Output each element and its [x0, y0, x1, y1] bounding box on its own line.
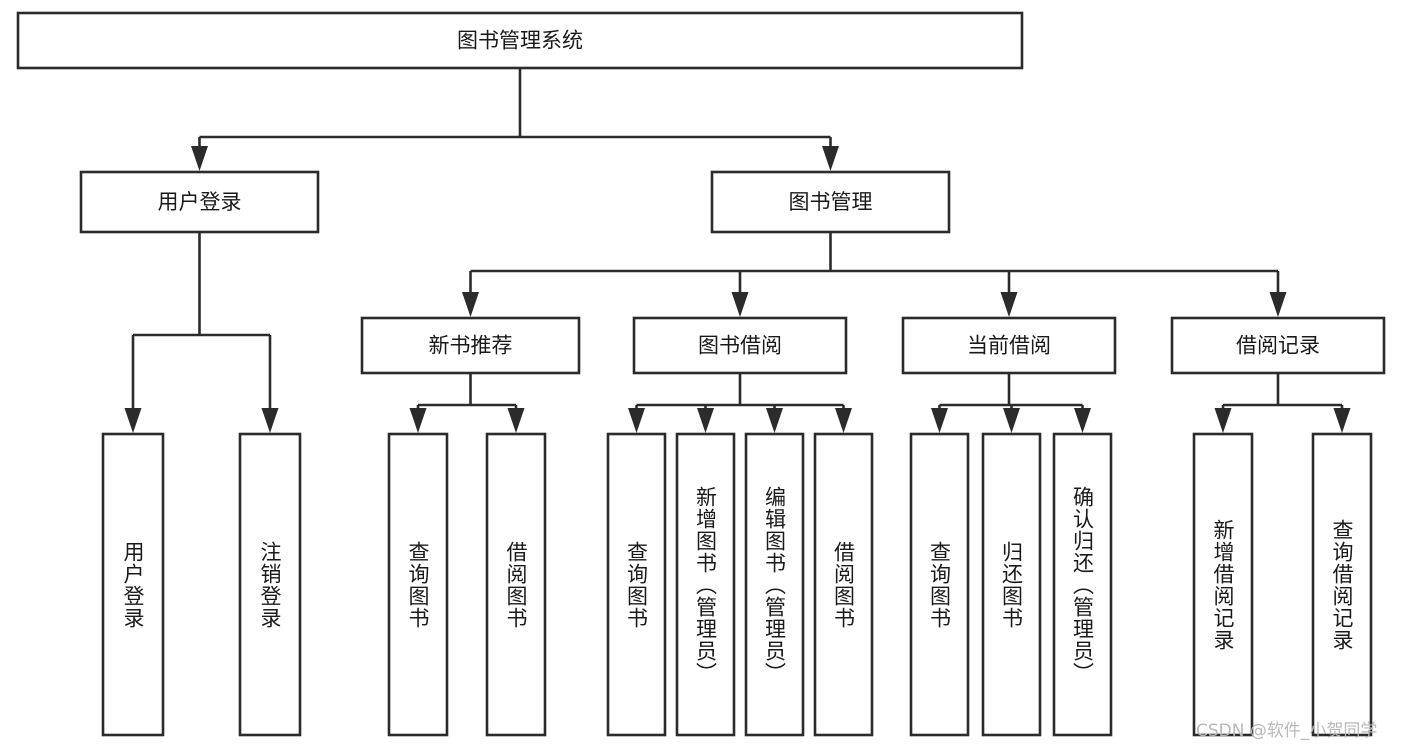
node-box-leaf-borrow-book-1[interactable]: [485, 432, 547, 737]
node-box-leaf-edit-book[interactable]: [744, 432, 805, 737]
arrow-head-icon: [1000, 292, 1018, 317]
connector-group: [1214, 373, 1351, 433]
node-box-borrow-record[interactable]: [1170, 316, 1386, 375]
arrow-head-icon: [628, 408, 645, 433]
arrow-head-icon: [409, 408, 427, 433]
node-box-leaf-confirm-return[interactable]: [1052, 432, 1113, 737]
node-box-leaf-return-book[interactable]: [981, 432, 1042, 737]
arrow-head-icon: [731, 292, 749, 317]
node-box-user-login[interactable]: [79, 170, 320, 234]
node-box-leaf-user-logout[interactable]: [238, 432, 302, 737]
node-label-current-borrow: 当前借阅: [967, 334, 1051, 358]
node-box-leaf-add-book[interactable]: [675, 432, 736, 737]
connector-group: [931, 373, 1091, 433]
connector-group: [462, 232, 1287, 317]
node-label-borrow-record: 借阅记录: [1236, 334, 1320, 358]
arrow-head-icon: [835, 408, 852, 433]
arrow-head-icon: [931, 408, 948, 433]
node-label-user-login: 用户登录: [158, 190, 242, 214]
node-box-root[interactable]: [16, 11, 1024, 70]
arrow-head-icon: [1074, 408, 1091, 433]
connector-group: [124, 232, 279, 433]
arrow-head-icon: [697, 408, 714, 433]
arrow-head-icon: [261, 408, 279, 433]
node-box-leaf-borrow-book-2[interactable]: [813, 432, 874, 737]
arrow-head-icon: [191, 146, 208, 171]
node-label-root: 图书管理系统: [457, 29, 583, 53]
connector-group: [628, 373, 852, 433]
node-label-new-book-rec: 新书推荐: [429, 334, 513, 358]
node-box-leaf-query-book-1[interactable]: [387, 432, 449, 737]
arrow-head-icon: [1003, 408, 1020, 433]
node-box-book-manage[interactable]: [710, 170, 951, 234]
node-label-book-borrow: 图书借阅: [698, 334, 782, 358]
node-box-leaf-query-book-2[interactable]: [606, 432, 667, 737]
connector-group: [409, 373, 525, 433]
node-box-new-book-rec[interactable]: [360, 316, 581, 375]
connector-group: [191, 68, 839, 171]
arrow-head-icon: [507, 408, 525, 433]
node-box-leaf-query-book-3[interactable]: [909, 432, 970, 737]
node-box-leaf-user-login[interactable]: [101, 432, 165, 737]
arrow-head-icon: [124, 408, 142, 433]
node-box-layer: [16, 11, 1386, 737]
node-box-leaf-add-record[interactable]: [1192, 432, 1254, 737]
node-box-current-borrow[interactable]: [901, 316, 1117, 375]
arrow-head-icon: [1214, 408, 1232, 433]
arrow-head-icon: [1333, 408, 1351, 433]
connector-layer: [124, 68, 1351, 433]
node-box-book-borrow[interactable]: [632, 316, 848, 375]
csdn-watermark: CSDN @软件_小贺同学: [1196, 721, 1378, 741]
arrow-head-icon: [822, 146, 839, 171]
node-box-leaf-query-record[interactable]: [1311, 432, 1373, 737]
arrow-head-icon: [462, 292, 479, 317]
arrow-head-icon: [1269, 292, 1287, 317]
node-label-book-manage: 图书管理: [789, 190, 873, 214]
arrow-head-icon: [766, 408, 783, 433]
